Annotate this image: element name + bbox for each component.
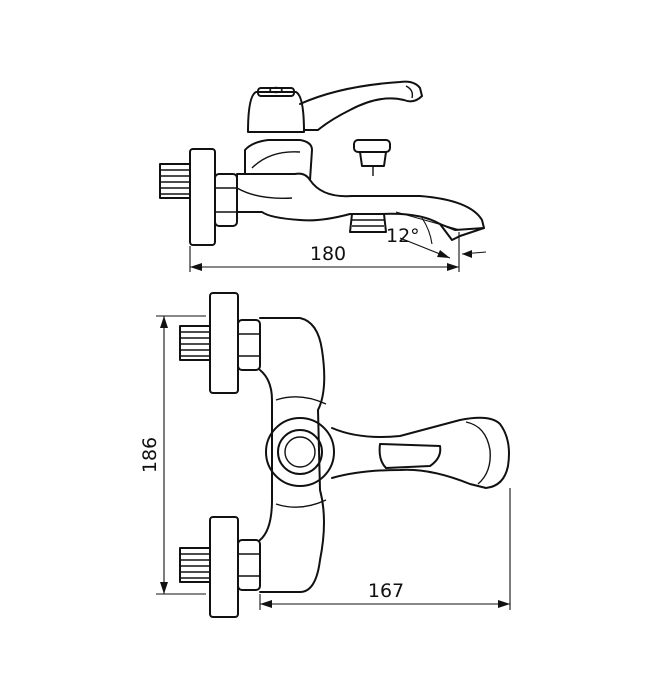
dimension-label-186: 186	[139, 437, 161, 473]
hex-nut-upper	[237, 319, 261, 371]
mixer-body-plan	[259, 317, 326, 593]
dimension-180: 180	[189, 232, 460, 272]
faucet-side-view	[159, 80, 485, 246]
lever-handle-side	[299, 80, 423, 131]
cartridge-top-view	[265, 396, 335, 508]
mixer-body-side	[236, 172, 485, 231]
dimension-label-167: 167	[368, 580, 404, 602]
threaded-inlet-lower	[179, 547, 211, 583]
wall-flange-lower	[209, 516, 239, 618]
wall-flange-top	[189, 148, 216, 246]
lever-handle-plan	[331, 416, 510, 489]
threaded-inlet-upper	[179, 325, 211, 361]
dimension-186: 186	[139, 315, 206, 595]
dimension-angle-12: 12°	[386, 211, 487, 259]
dimension-label-180: 180	[310, 243, 346, 265]
hex-nut-lower	[237, 539, 261, 591]
dimension-label-angle: 12°	[386, 225, 420, 247]
diverter-knob	[353, 139, 391, 176]
threaded-inlet-top	[159, 163, 191, 199]
hex-nut-top	[214, 173, 238, 227]
aerator-threads	[349, 213, 387, 233]
cartridge-cap-top	[247, 86, 305, 133]
wall-flange-upper	[209, 292, 239, 394]
faucet-plan-view	[179, 292, 510, 618]
dimension-167: 167	[259, 488, 511, 610]
